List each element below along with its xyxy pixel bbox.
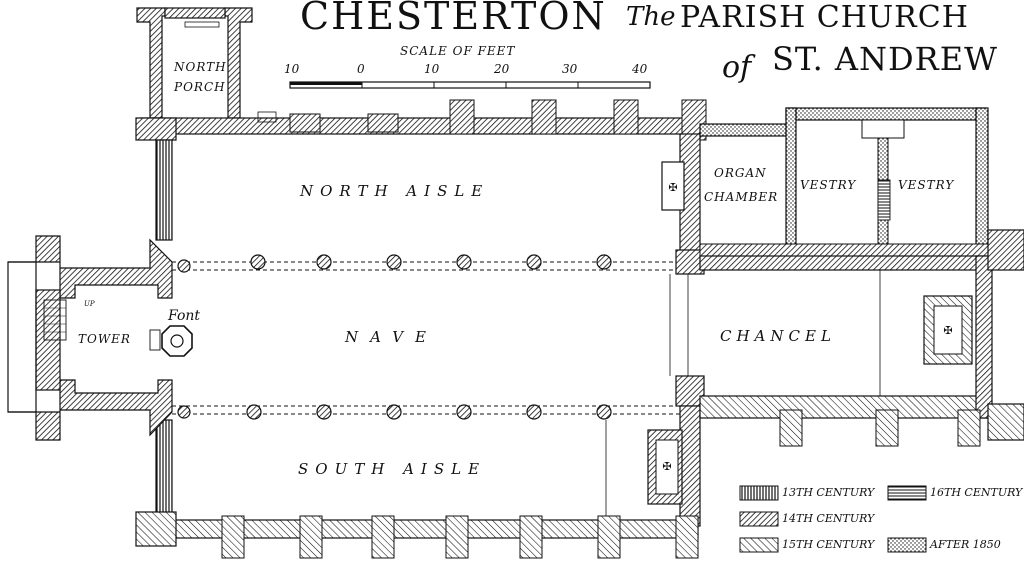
label-vestry-west: VESTRY (800, 178, 857, 192)
south-aisle-south-wall (135, 511, 699, 559)
porch-door-threshold (184, 21, 220, 28)
legend-15th: 15TH CENTURY (782, 538, 875, 551)
label-stair-up: UP (84, 300, 95, 308)
scale-tick-label: 20 (494, 62, 510, 76)
legend-16th: 16TH CENTURY (930, 486, 1023, 499)
porch-west-wall (136, 7, 166, 119)
svg-text:✠: ✠ (662, 460, 671, 473)
chancel-arch (669, 133, 705, 527)
title-parish-church: PARISH CHURCH (680, 0, 969, 35)
label-organ-chamber-2: CHAMBER (704, 190, 779, 204)
scale-bar (289, 81, 651, 89)
legend-13th: 13TH CENTURY (782, 486, 875, 499)
scale-tick-label: 10 (284, 62, 300, 76)
label-north-porch-2: PORCH (174, 80, 226, 94)
north-aisle-west-wall (155, 139, 173, 241)
font-symbol (161, 325, 193, 357)
north-aisle-altar: ✠ (661, 161, 685, 211)
chancel-altar: ✠ (923, 295, 973, 365)
porch-east-wall (224, 7, 253, 119)
label-nave: NAVE (345, 328, 438, 346)
legend-swatches (739, 485, 927, 553)
legend-swatch-16th (887, 485, 927, 501)
legend-swatch-15th (739, 537, 779, 553)
south-aisle-west-wall (155, 419, 173, 526)
title-the: The (626, 2, 676, 32)
title-st-andrew: ST. ANDREW (772, 40, 999, 78)
label-south-aisle: SOUTH AISLE (298, 460, 487, 478)
south-aisle-altar: ✠ (605, 420, 683, 520)
label-organ-chamber-1: ORGAN (714, 166, 767, 180)
north-porch (136, 7, 253, 119)
label-north-aisle: NORTH AISLE (300, 182, 490, 200)
svg-text:✠: ✠ (943, 324, 952, 337)
label-chancel: CHANCEL (720, 327, 836, 345)
label-tower: TOWER (78, 332, 131, 346)
tower-stair (43, 299, 67, 341)
scale-tick-label: 0 (357, 62, 365, 76)
title-place: CHESTERTON (300, 0, 607, 38)
scale-tick-label: 30 (562, 62, 578, 76)
legend-14th: 14TH CENTURY (782, 512, 875, 525)
label-vestry-east: VESTRY (898, 178, 955, 192)
scale-tick-label: 10 (424, 62, 440, 76)
scale-title: SCALE OF FEET (400, 44, 516, 58)
chancel-walls (699, 229, 1024, 447)
legend-swatch-after (887, 537, 927, 553)
vestry-block (699, 107, 991, 259)
tower (7, 235, 173, 441)
north-aisle-north-wall (135, 99, 707, 141)
legend-swatch-14th (739, 511, 779, 527)
porch-north-wall (164, 7, 226, 19)
scale-tick-label: 40 (632, 62, 648, 76)
label-font: Font (168, 308, 201, 324)
legend-swatch-13th (739, 485, 779, 501)
svg-text:✠: ✠ (668, 181, 677, 194)
title-of: of (722, 50, 752, 85)
legend-after-1850: AFTER 1850 (930, 538, 1001, 551)
label-north-porch-1: NORTH (174, 60, 227, 74)
nave-piers (177, 254, 612, 420)
